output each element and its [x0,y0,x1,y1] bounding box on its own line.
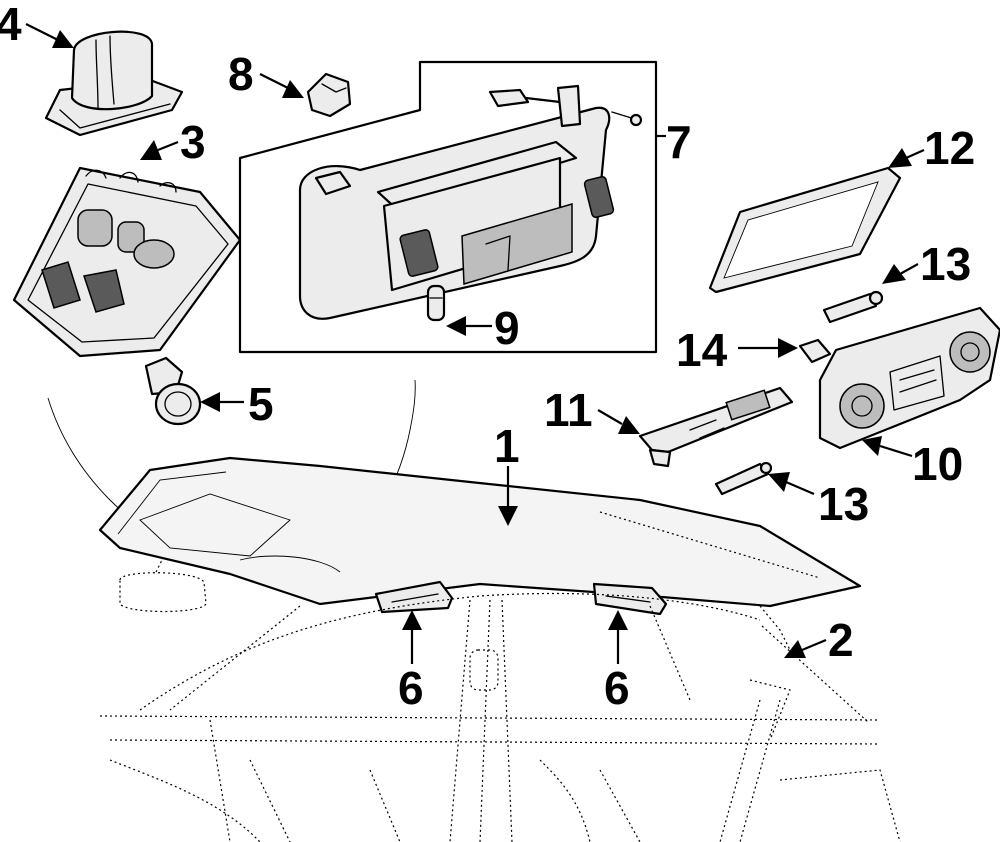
part-3-lamp-base [12,166,242,358]
part-12-frame [708,166,902,294]
part-4-dome-lens [44,30,184,137]
callout-6-right: 6 [604,662,630,714]
callout-10: 10 [912,438,963,490]
part-6-handle-right [592,582,668,616]
callout-9: 9 [494,302,520,354]
part-5-knob [144,356,202,426]
callout-8: 8 [228,48,254,100]
part-6-handle-left [374,580,454,614]
part-14-lamp [798,338,832,364]
callout-7: 7 [666,116,692,168]
callout-6-left: 6 [398,662,424,714]
callout-13-upper: 13 [920,238,971,290]
callout-3: 3 [180,116,206,168]
part-1-headliner [98,456,862,608]
part-13-lower-bulb [714,461,773,496]
callout-2: 2 [828,614,854,666]
callout-1: 1 [494,420,520,472]
part-13-upper-bulb [822,290,884,324]
part-10-console [818,306,1000,450]
part-7-visor-assembly [238,60,658,354]
part-9-bulb [426,284,446,322]
callout-4: 4 [0,0,22,50]
leader-arrows [25,23,925,664]
callout-14: 14 [676,324,728,376]
callout-11: 11 [544,384,593,436]
vehicle-body-outline [99,592,901,842]
rearview-mirror [119,559,207,613]
callout-12: 12 [924,122,975,174]
callout-5: 5 [248,378,274,430]
callout-13-lower: 13 [818,478,869,530]
part-8-clip [306,72,352,118]
part-11-switch-rail [638,386,794,468]
